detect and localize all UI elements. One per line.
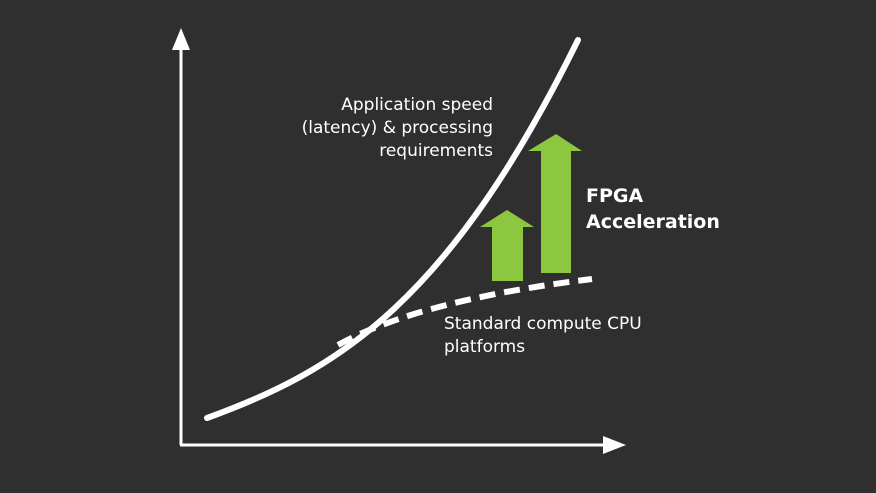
cpu-platforms-label-line1: Standard compute CPU xyxy=(444,314,642,334)
application-speed-label-line2: (latency) & processing xyxy=(301,118,493,138)
fpga-acceleration-label-line2: Acceleration xyxy=(586,211,720,233)
x-axis-arrowhead xyxy=(603,436,626,454)
y-axis-arrowhead xyxy=(172,28,190,50)
application-speed-label-line3: requirements xyxy=(379,141,493,161)
application-speed-label: Application speed (latency) & processing… xyxy=(302,94,493,163)
cpu-platforms-label-line2: platforms xyxy=(444,337,526,357)
application-speed-label-line1: Application speed xyxy=(341,95,493,115)
fpga-acceleration-label-line1: FPGA xyxy=(586,185,644,207)
application-curve xyxy=(204,37,581,421)
fpga-arrow-large xyxy=(528,134,582,273)
fpga-acceleration-label: FPGA Acceleration xyxy=(586,183,720,235)
cpu-platforms-label: Standard compute CPU platforms xyxy=(444,313,642,359)
fpga-arrow-small xyxy=(480,210,534,281)
